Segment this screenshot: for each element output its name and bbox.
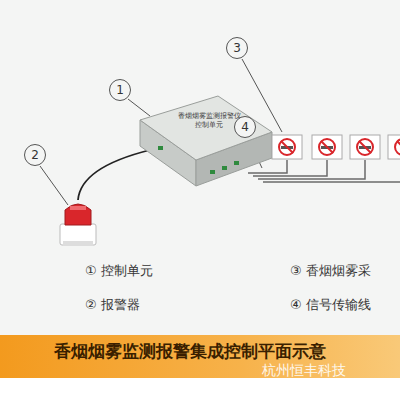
callout-number: 2: [24, 144, 46, 166]
legend-item: ② 报警器: [85, 296, 140, 314]
callout-number: 3: [226, 37, 248, 59]
title-text: 香烟烟雾监测报警集成控制平面示意: [54, 340, 326, 363]
bottom-strip: [0, 378, 400, 400]
legend-item: ① 控制单元: [85, 262, 153, 280]
device-text: 香烟烟雾监测报警仪: [176, 112, 242, 121]
callout-number: 4: [234, 116, 256, 138]
control-unit: [140, 96, 272, 186]
callout-number: 1: [109, 79, 131, 101]
leader-lines: [40, 59, 282, 205]
legend-item: ④ 信号传输线: [290, 296, 371, 314]
alarm-wire: [78, 150, 150, 200]
legend-item: ③ 香烟烟雾采: [290, 262, 371, 280]
alarm-device: [60, 204, 96, 246]
watermark: 杭州恒丰科技: [262, 362, 346, 380]
device-label-box: 香烟烟雾监测报警仪控制单元: [176, 112, 242, 130]
device-text: 控制单元: [176, 121, 242, 130]
signal-wires: [248, 160, 400, 182]
smoke-sensors: [272, 135, 400, 159]
